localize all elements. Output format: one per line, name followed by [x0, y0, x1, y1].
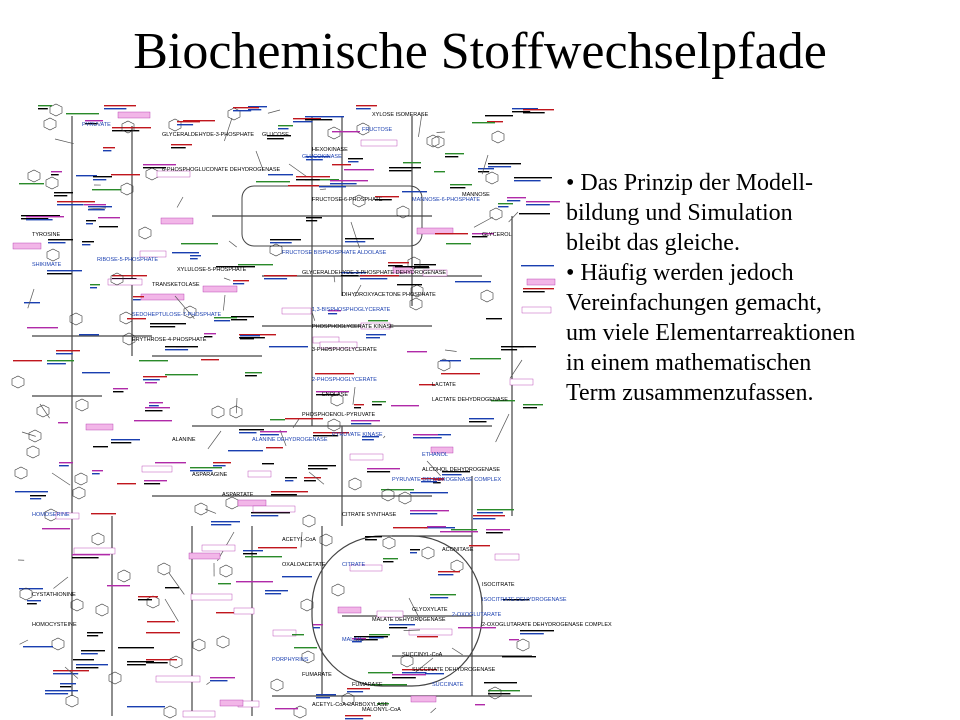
- svg-text:ALCOHOL DEHYDROGENASE: ALCOHOL DEHYDROGENASE: [422, 467, 500, 473]
- pathway-map-drawing: PYRUVATE GLYCERALDEHYDE-3-PHOSPHATE GLUCOS…: [11, 103, 612, 720]
- bullet-point-1: •Das Prinzip der Modell- bildung und Sim…: [566, 168, 958, 258]
- svg-text:ERYTHROSE-4-PHOSPHATE: ERYTHROSE-4-PHOSPHATE: [132, 337, 207, 343]
- svg-text:PYRUVATE: PYRUVATE: [82, 122, 111, 128]
- bullet-line: Vereinfachungen gemacht,: [566, 290, 822, 316]
- svg-text:FRUCTOSE BISPHOSPHATE ALDOLASE: FRUCTOSE BISPHOSPHATE ALDOLASE: [282, 250, 387, 256]
- svg-text:ISOCITRATE: ISOCITRATE: [482, 582, 515, 588]
- svg-text:TRANSKETOLASE: TRANSKETOLASE: [152, 282, 200, 288]
- svg-text:MANNOSE-6-PHOSPHATE: MANNOSE-6-PHOSPHATE: [412, 197, 480, 203]
- svg-text:SHIKIMATE: SHIKIMATE: [32, 262, 62, 268]
- svg-text:GLYCERALDEHYDE-3-PHOSPHATE DEH: GLYCERALDEHYDE-3-PHOSPHATE DEHYDROGENASE: [302, 270, 446, 276]
- svg-text:HOMOSERINE: HOMOSERINE: [32, 512, 70, 518]
- svg-text:SEDOHEPTULOSE-7-PHOSPHATE: SEDOHEPTULOSE-7-PHOSPHATE: [132, 312, 221, 318]
- slide-title: Biochemische Stoffwechselpfade: [133, 23, 827, 80]
- svg-text:LACTATE: LACTATE: [432, 382, 456, 388]
- text-panel: •Das Prinzip der Modell- bildung und Sim…: [566, 168, 958, 408]
- svg-text:FUMARATE: FUMARATE: [302, 672, 332, 678]
- svg-text:RIBOSE-5-PHOSPHATE: RIBOSE-5-PHOSPHATE: [97, 257, 158, 263]
- svg-text:MALATE DEHYDROGENASE: MALATE DEHYDROGENASE: [372, 617, 446, 623]
- svg-text:FRUCTOSE: FRUCTOSE: [362, 127, 392, 133]
- svg-text:3-PHOSPHOGLYCERATE: 3-PHOSPHOGLYCERATE: [312, 347, 377, 353]
- svg-text:ASPARTATE: ASPARTATE: [222, 492, 254, 498]
- bullet-line: bildung und Simulation: [566, 200, 793, 226]
- svg-text:XYLOSE ISOMERASE: XYLOSE ISOMERASE: [372, 112, 429, 118]
- svg-text:GLYCEROL: GLYCEROL: [482, 232, 512, 238]
- svg-text:2-OXOGLUTARATE DEHYDROGENASE C: 2-OXOGLUTARATE DEHYDROGENASE COMPLEX: [482, 622, 612, 628]
- svg-text:ETHANOL: ETHANOL: [422, 452, 448, 458]
- svg-text:SUCCINYL-CoA: SUCCINYL-CoA: [402, 652, 443, 658]
- svg-text:ISOCITRATE DEHYDROGENASE: ISOCITRATE DEHYDROGENASE: [482, 597, 567, 603]
- svg-text:MANNOSE: MANNOSE: [462, 192, 490, 198]
- svg-text:ACETYL-CoA CARBOXYLASE: ACETYL-CoA CARBOXYLASE: [312, 702, 388, 708]
- svg-text:ACONITASE: ACONITASE: [442, 547, 474, 553]
- svg-text:DIHYDROXYACETONE PHOSPHATE: DIHYDROXYACETONE PHOSPHATE: [342, 292, 436, 298]
- svg-text:GLUCOSE: GLUCOSE: [262, 132, 289, 138]
- svg-text:HEXOKINASE: HEXOKINASE: [312, 147, 348, 153]
- svg-text:2-PHOSPHOGLYCERATE: 2-PHOSPHOGLYCERATE: [312, 377, 377, 383]
- svg-text:GLUCOKINASE: GLUCOKINASE: [302, 154, 342, 160]
- bullet-point-2: •Häufig werden jedoch Vereinfachungen ge…: [566, 258, 958, 408]
- svg-text:PYRUVATE KINASE: PYRUVATE KINASE: [332, 432, 383, 438]
- svg-text:GLYCERALDEHYDE-3-PHOSPHATE: GLYCERALDEHYDE-3-PHOSPHATE: [162, 132, 254, 138]
- svg-text:ALANINE DEHYDROGENASE: ALANINE DEHYDROGENASE: [252, 437, 328, 443]
- bullet-line: um viele Elementarreaktionen: [566, 320, 856, 346]
- svg-text:OXALOACETATE: OXALOACETATE: [282, 562, 326, 568]
- svg-text:ASPARAGINE: ASPARAGINE: [192, 472, 228, 478]
- svg-text:CYSTATHIONINE: CYSTATHIONINE: [32, 592, 76, 598]
- svg-text:SUCCINATE DEHYDROGENASE: SUCCINATE DEHYDROGENASE: [412, 667, 496, 673]
- svg-text:6-PHOSPHOGLUCONATE DEHYDROGENA: 6-PHOSPHOGLUCONATE DEHYDROGENASE: [162, 167, 281, 173]
- svg-text:GLYOXYLATE: GLYOXYLATE: [412, 607, 448, 613]
- svg-text:MALONYL-CoA: MALONYL-CoA: [362, 707, 401, 713]
- svg-text:TYROSINE: TYROSINE: [32, 232, 60, 238]
- svg-text:XYLULOSE-5-PHOSPHATE: XYLULOSE-5-PHOSPHATE: [177, 267, 247, 273]
- svg-text:HOMOCYSTEINE: HOMOCYSTEINE: [32, 622, 77, 628]
- bullet-line: Häufig werden jedoch: [580, 260, 794, 286]
- svg-text:PHOSPHOGLYCERATE KINASE: PHOSPHOGLYCERATE KINASE: [312, 324, 394, 330]
- svg-text:CITRATE SYNTHASE: CITRATE SYNTHASE: [342, 512, 397, 518]
- svg-text:FRUCTOSE-6-PHOSPHATE: FRUCTOSE-6-PHOSPHATE: [312, 197, 383, 203]
- svg-text:PORPHYRINS: PORPHYRINS: [272, 657, 309, 663]
- svg-text:CITRATE: CITRATE: [342, 562, 365, 568]
- bullet-line: in einem mathematischen: [566, 350, 812, 376]
- svg-text:ALANINE: ALANINE: [172, 437, 196, 443]
- svg-text:FUMARASE: FUMARASE: [352, 682, 383, 688]
- bullet-marker: •: [566, 260, 575, 286]
- svg-text:PHOSPHOENOL-PYRUVATE: PHOSPHOENOL-PYRUVATE: [302, 412, 375, 418]
- bullet-line: Das Prinzip der Modell-: [580, 170, 814, 196]
- svg-text:ENOLASE: ENOLASE: [322, 392, 348, 398]
- metabolic-pathway-map: PYRUVATE GLYCERALDEHYDE-3-PHOSPHATE GLUCOS…: [11, 96, 612, 720]
- bullet-marker: •: [566, 170, 575, 196]
- bullet-line: bleibt das gleiche.: [566, 230, 740, 256]
- svg-text:MALATE: MALATE: [342, 637, 364, 643]
- bullet-line: Term zusammenzufassen.: [566, 380, 814, 406]
- svg-text:1,3-BISPHOSPHOGLYCERATE: 1,3-BISPHOSPHOGLYCERATE: [312, 307, 391, 313]
- svg-text:LACTATE DEHYDROGENASE: LACTATE DEHYDROGENASE: [432, 397, 508, 403]
- svg-text:SUCCINATE: SUCCINATE: [432, 682, 464, 688]
- svg-text:PYRUVATE DEHYDROGENASE COMPLEX: PYRUVATE DEHYDROGENASE COMPLEX: [392, 477, 502, 483]
- svg-text:2-OXOGLUTARATE: 2-OXOGLUTARATE: [452, 612, 502, 618]
- svg-text:ACETYL-CoA: ACETYL-CoA: [282, 537, 316, 543]
